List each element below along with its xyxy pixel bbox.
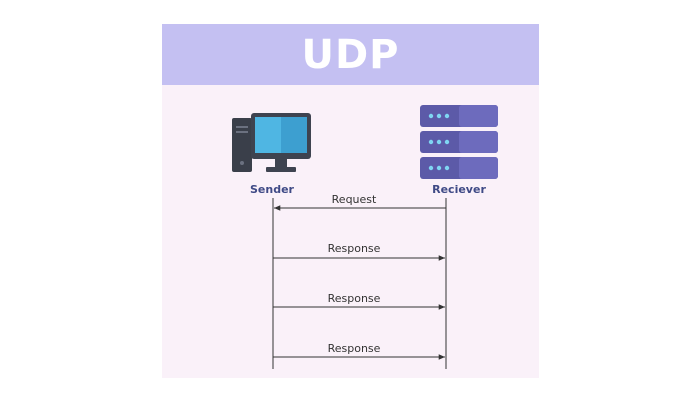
message-label: Response xyxy=(328,292,381,305)
message-label: Response xyxy=(328,242,381,255)
message-response-2: Response xyxy=(273,292,445,310)
receiver-label: Reciever xyxy=(432,183,486,196)
diagram-title: UDP xyxy=(301,31,400,78)
message-response-3: Response xyxy=(273,342,445,360)
message-label: Request xyxy=(332,193,377,206)
message-label: Response xyxy=(328,342,381,355)
message-response-1: Response xyxy=(273,242,445,261)
udp-diagram-card: UDP xyxy=(162,24,539,378)
title-banner: UDP xyxy=(162,24,539,85)
server-stack-icon xyxy=(420,105,498,179)
message-request: Request xyxy=(274,193,446,211)
sender-label: Sender xyxy=(250,183,295,196)
desktop-computer-icon xyxy=(232,113,311,172)
